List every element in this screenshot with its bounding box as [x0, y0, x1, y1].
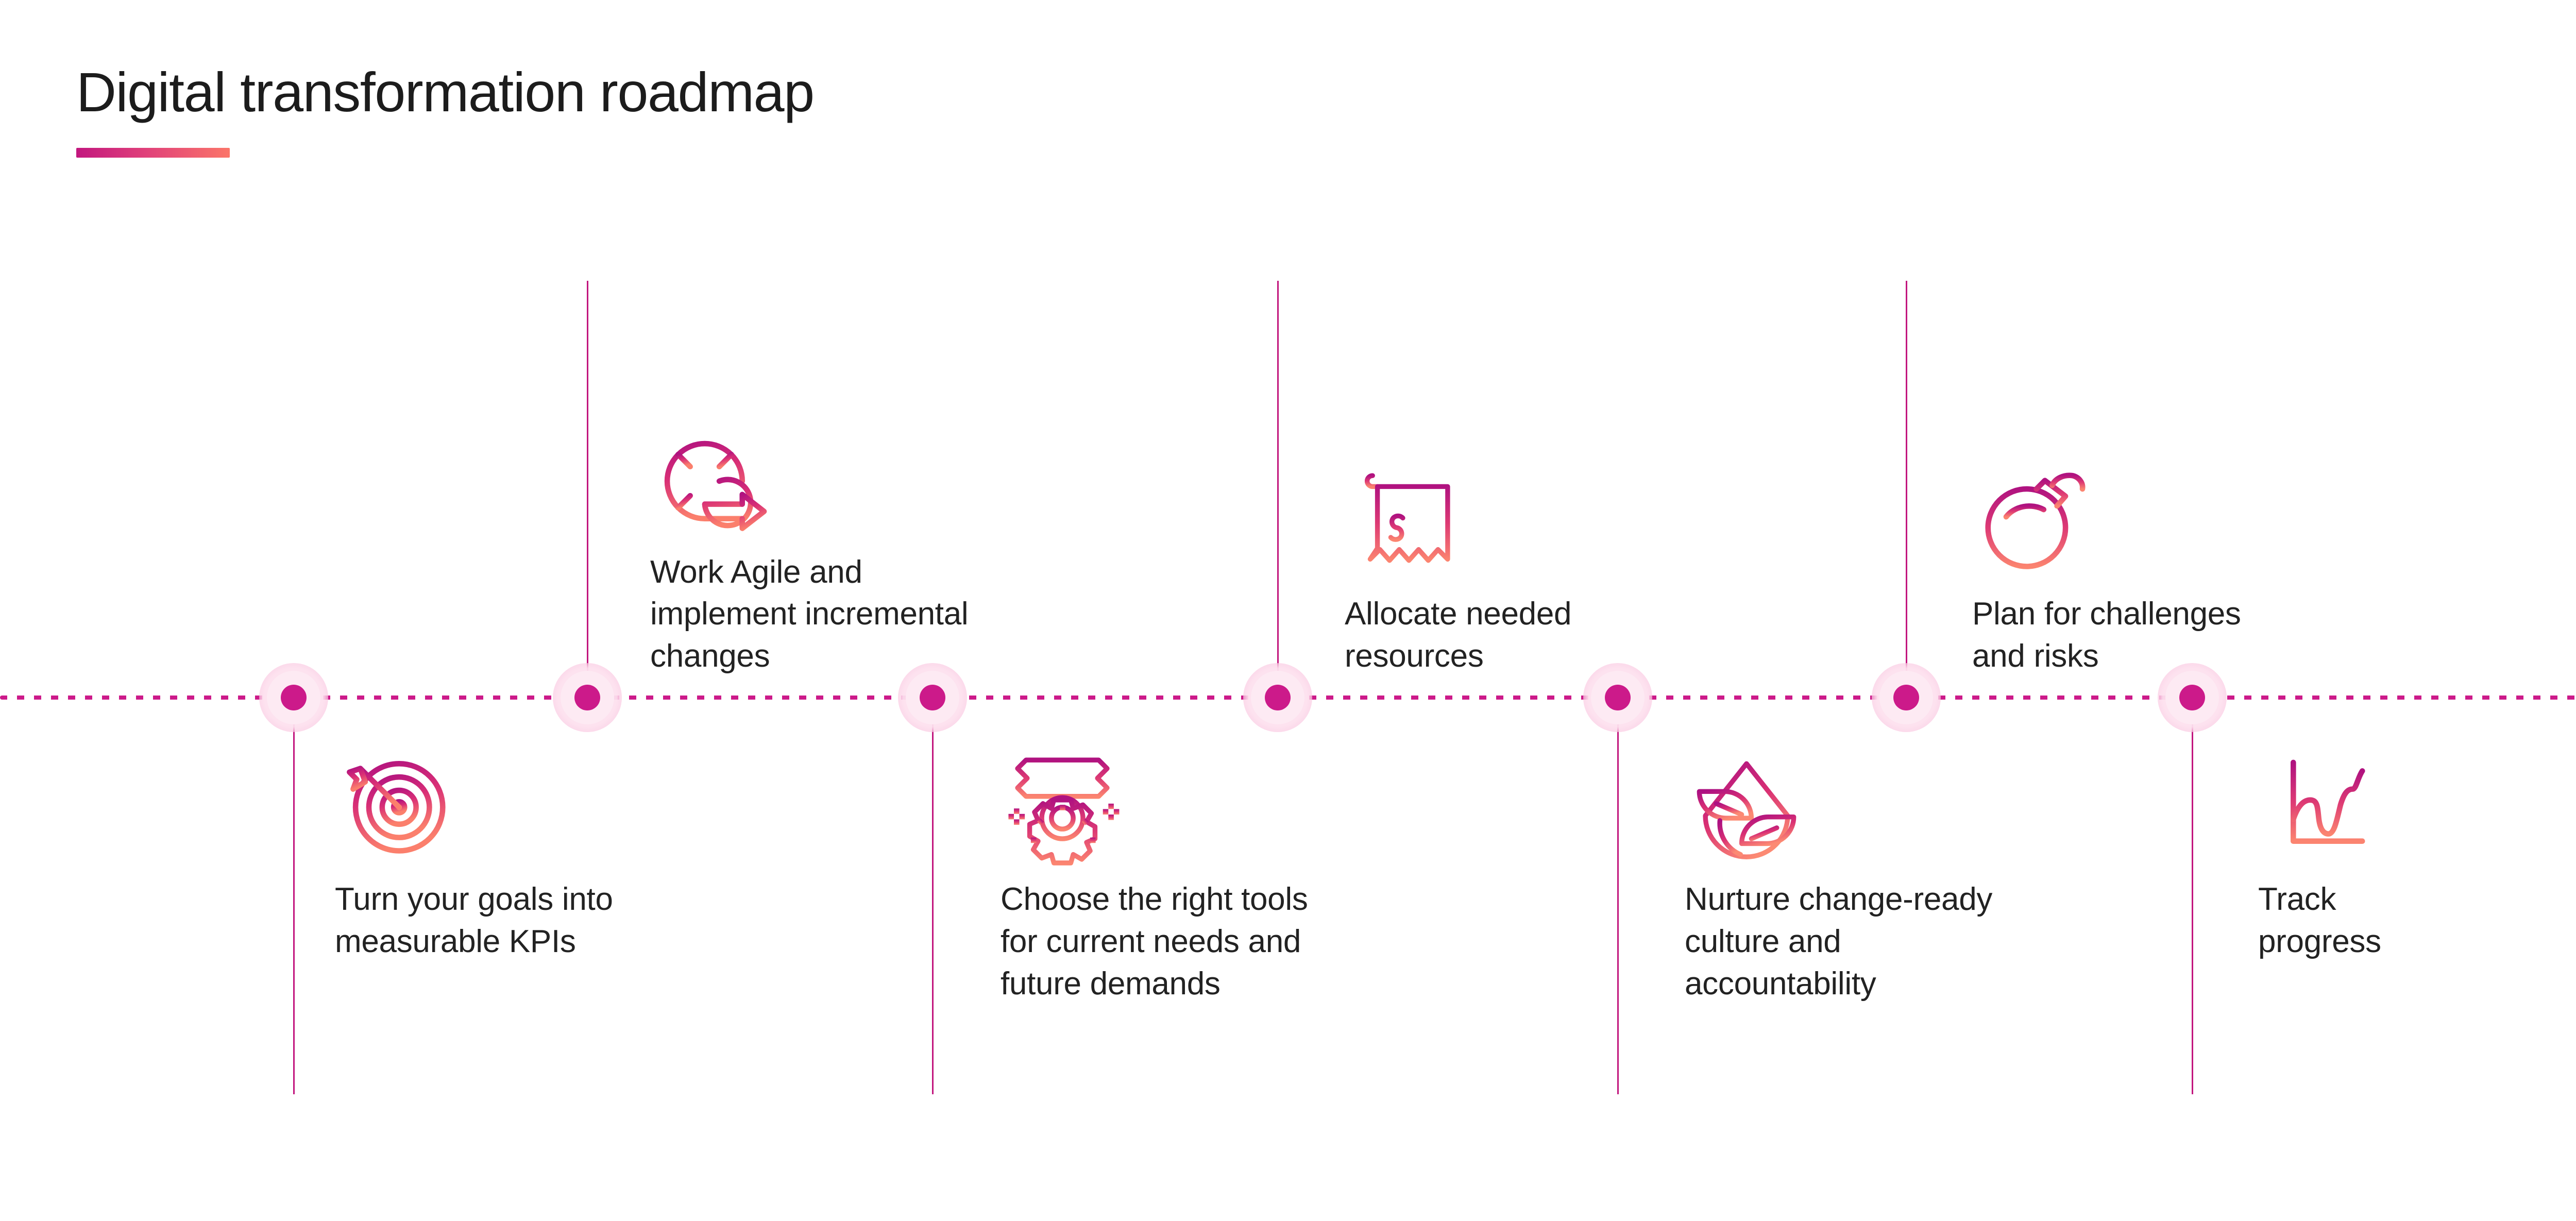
dot-core [2179, 685, 2205, 710]
milestone-content: Track progress [2258, 742, 2576, 963]
bomb-fuse-icon [1972, 457, 2096, 579]
timeline-dot-marker-6[interactable] [1872, 663, 1941, 732]
milestone-caption: Track progress [2258, 881, 2381, 959]
leaf-growth-icon [1685, 742, 1808, 863]
dot-core [574, 685, 600, 710]
milestone-caption: Choose the right tools for current needs… [1001, 881, 1308, 1002]
timeline-dot-marker-4[interactable] [1243, 663, 1312, 732]
connector-stem [586, 281, 588, 698]
connector-stem [2191, 698, 2193, 1094]
dot-core [281, 685, 307, 710]
target-arrow-icon [335, 742, 459, 863]
timeline-dot-marker-1[interactable] [259, 663, 328, 732]
connector-stem [1905, 281, 1907, 698]
title-accent-bar [76, 147, 230, 158]
timeline-dot-marker-7[interactable] [2158, 663, 2227, 732]
milestone-content: Nurture change-ready culture and account… [1685, 742, 2138, 1005]
dot-core [920, 685, 945, 710]
milestone-caption: Work Agile and implement incremental cha… [650, 554, 969, 674]
milestone-caption: Turn your goals into measurable KPIs [335, 881, 613, 959]
line-chart-icon [2258, 742, 2382, 863]
milestone-content: Plan for challenges and risks [1972, 457, 2426, 677]
connector-stem [931, 698, 934, 1094]
agile-cycle-arrow-icon [650, 416, 774, 537]
connector-stem [1277, 281, 1279, 698]
milestone-caption: Plan for challenges and risks [1972, 596, 2241, 674]
timeline-dot-marker-5[interactable] [1583, 663, 1652, 732]
connector-stem [1617, 698, 1619, 1094]
header: Digital transformation roadmap [76, 61, 1622, 158]
receipt-dollar-icon [1345, 457, 1468, 579]
timeline-dot-marker-2[interactable] [553, 663, 622, 732]
wrench-gear-icon [1001, 742, 1124, 866]
milestone-content: Turn your goals into measurable KPIs [335, 742, 788, 963]
page-title: Digital transformation roadmap [76, 61, 815, 123]
milestone-caption: Nurture change-ready culture and account… [1685, 881, 1993, 1002]
milestone-content: Allocate needed resources [1345, 457, 1798, 677]
dot-core [1265, 685, 1291, 710]
milestone-content: Choose the right tools for current needs… [1001, 742, 1454, 1005]
connector-stem [293, 698, 295, 1094]
milestone-content: Work Agile and implement incremental cha… [650, 416, 1104, 677]
milestone-caption: Allocate needed resources [1345, 596, 1572, 674]
dot-core [1605, 685, 1631, 710]
dot-core [1893, 685, 1919, 710]
timeline-dot-marker-3[interactable] [898, 663, 967, 732]
